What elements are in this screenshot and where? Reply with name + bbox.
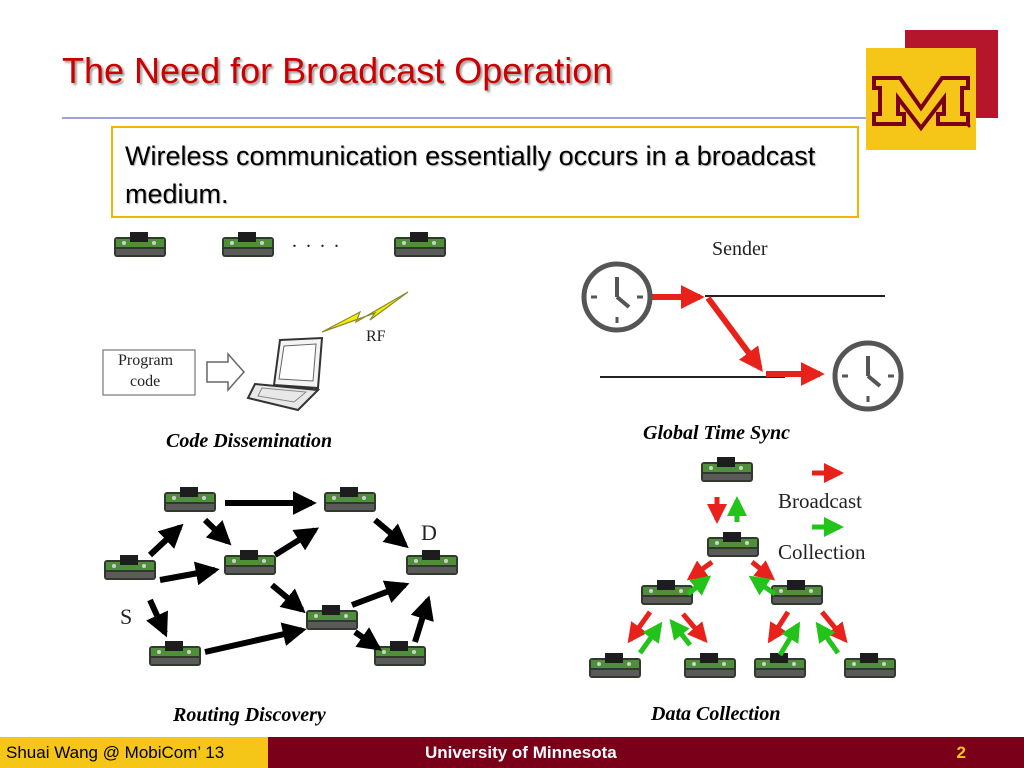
sensor-mote-icon (394, 232, 446, 257)
laptop-icon (246, 336, 324, 412)
sensor-mote-icon (149, 641, 201, 666)
routing-discovery-diagram (104, 487, 458, 666)
sensor-mote-icon (114, 232, 166, 257)
rf-label: RF (366, 328, 386, 345)
sensor-mote-icon (306, 605, 358, 630)
sensor-mote-icon (374, 641, 426, 666)
sensor-mote-icon (324, 487, 376, 512)
time-sync-caption: Global Time Sync (643, 422, 791, 444)
footer-institution: University of Minnesota (425, 743, 617, 762)
sensor-mote-icon (707, 532, 759, 557)
sensor-mote-icon (224, 550, 276, 575)
sensor-mote-icon (222, 232, 274, 257)
diagrams-canvas (102, 232, 904, 678)
footer-bar (268, 737, 1024, 768)
sensor-mote-icon (844, 653, 896, 678)
sensor-mote-icon (701, 457, 753, 482)
clock-icon (832, 340, 904, 412)
program-label: Program (118, 352, 174, 369)
title-divider (62, 117, 902, 119)
footer-author: Shuai Wang @ MobiCom’ 13 (0, 737, 268, 768)
legend-collection-label: Collection (778, 540, 866, 564)
sensor-mote-icon (164, 487, 216, 512)
clock-icon (581, 261, 653, 333)
callout-text: Wireless communication essentially occur… (125, 141, 816, 209)
legend-broadcast-label: Broadcast (778, 489, 862, 513)
data-collection-diagram (589, 457, 896, 678)
time-sync-diagram (581, 261, 904, 412)
sensor-mote-icon (771, 580, 823, 605)
code-dissemination-diagram (102, 232, 446, 412)
arrow-right-icon (206, 352, 246, 392)
sensor-mote-icon (754, 653, 806, 678)
routing-discovery-caption: Routing Discovery (173, 704, 326, 726)
code-dissemination-caption: Code Dissemination (166, 430, 333, 452)
page-number: 2 (956, 743, 966, 762)
destination-label: D (421, 520, 437, 545)
program-code-box (102, 349, 196, 396)
sensor-mote-icon (406, 550, 458, 575)
data-collection-caption: Data Collection (651, 703, 781, 725)
ellipsis-label: . . . . (292, 230, 341, 252)
source-label: S (120, 604, 133, 629)
sensor-mote-icon (641, 580, 693, 605)
sender-label: Sender (712, 238, 768, 260)
lightning-bolt-icon (321, 291, 409, 333)
code-label: code (130, 373, 161, 390)
sensor-mote-icon (589, 653, 641, 678)
sensor-mote-icon (104, 555, 156, 580)
slide-title: The Need for Broadcast Operation (62, 50, 613, 91)
block-m-icon (872, 76, 971, 132)
sensor-mote-icon (684, 653, 736, 678)
key-point-callout: Wireless communication essentially occur… (111, 126, 859, 218)
university-logo (866, 48, 976, 150)
